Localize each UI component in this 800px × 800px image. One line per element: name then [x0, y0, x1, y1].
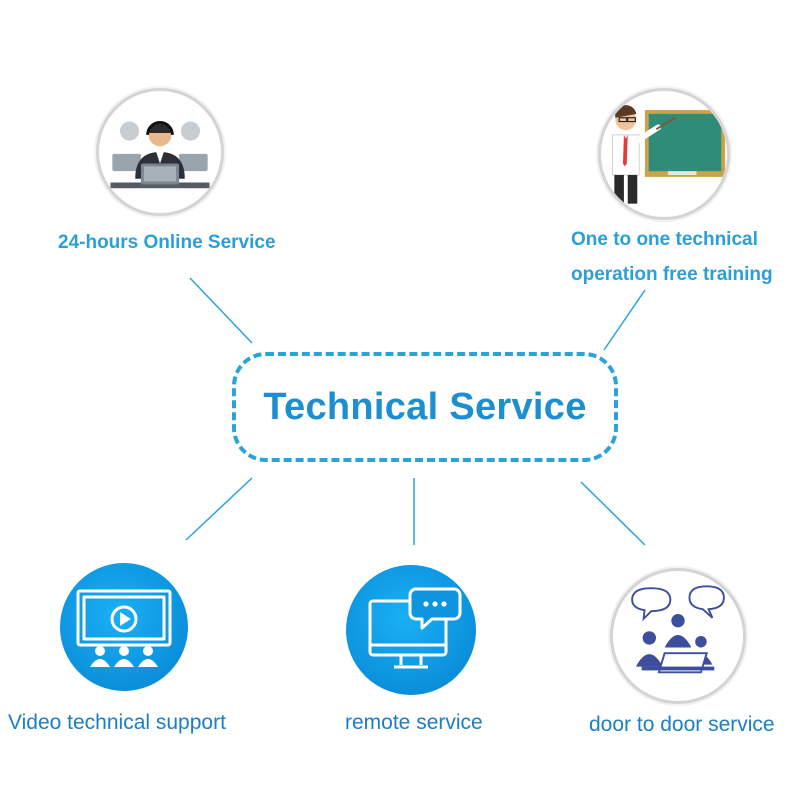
label-training-line-1: One to one technical	[571, 229, 758, 250]
label-video-support: Video technical support	[8, 711, 226, 734]
label-door-service: door to door service	[589, 713, 775, 736]
label-online-service: 24-hours Online Service	[58, 232, 276, 253]
connector-training	[603, 289, 646, 351]
connector-video	[185, 477, 253, 541]
label-remote-service: remote service	[345, 711, 483, 734]
connector-door	[580, 481, 646, 546]
video-audience-icon	[60, 563, 188, 691]
diagram-title: Technical Service	[263, 385, 587, 428]
connector-online	[189, 277, 253, 344]
technical-service-box: Technical Service	[232, 352, 618, 462]
monitor-chat-icon	[346, 565, 476, 695]
label-training-line-2: operation free training	[571, 264, 773, 285]
teacher-blackboard-icon	[598, 88, 730, 220]
people-meeting-icon	[610, 568, 746, 704]
call-center-agents-icon	[96, 88, 224, 216]
